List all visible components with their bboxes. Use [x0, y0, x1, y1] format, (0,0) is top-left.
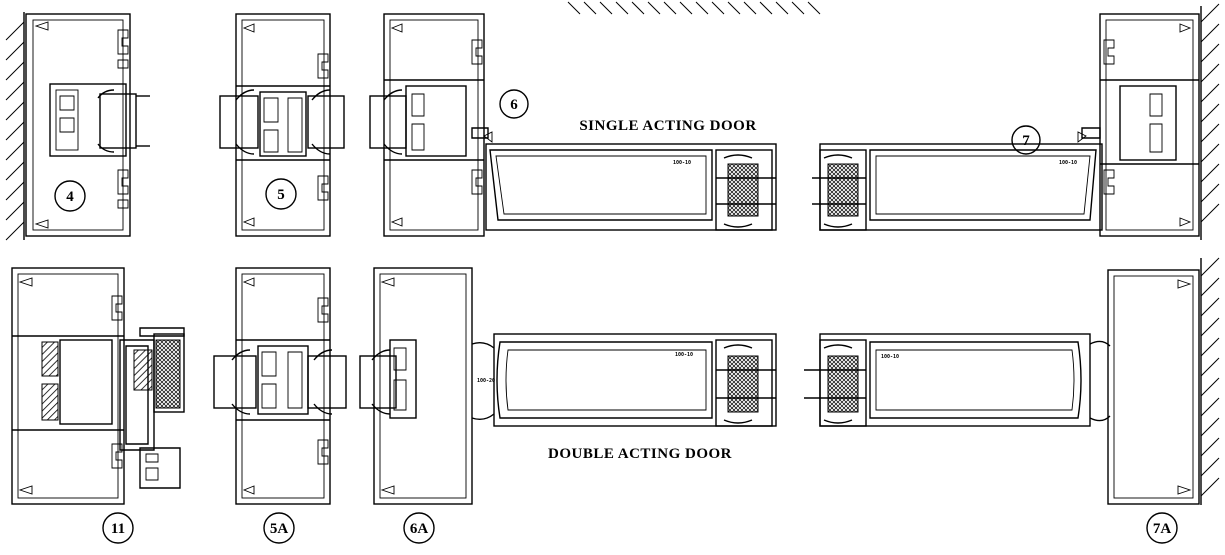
callout-11-label: 11	[111, 521, 125, 537]
bottom-left-door-leaf: 100-20 100-10	[471, 333, 777, 427]
callout-5: 5	[265, 178, 297, 210]
bottom-right-door-leaf: 100-10	[804, 333, 1111, 427]
section-5a-mullion-profile	[213, 267, 347, 505]
wall-hatch-right-bottom	[1200, 257, 1220, 505]
callout-7a-label: 7A	[1153, 521, 1172, 537]
callout-5a: 5A	[263, 512, 295, 544]
wall-hatch-left-top	[5, 12, 25, 241]
section-7-jamb-profile	[1077, 13, 1200, 237]
single-acting-door-label: SINGLE ACTING DOOR	[579, 118, 756, 134]
bottom-right-leaf-code: 100-10	[881, 354, 899, 360]
wall-hatch-right-top	[1200, 3, 1220, 240]
top-right-door-leaf: 100-10	[812, 143, 1103, 231]
section-5-mullion-profile	[219, 13, 345, 237]
callout-11: 11	[102, 512, 134, 544]
section-7a-jamb-profile	[1107, 269, 1200, 505]
callout-7a: 7A	[1146, 512, 1178, 544]
top-right-leaf-code: 100-10	[1059, 160, 1077, 166]
callout-5-label: 5	[277, 187, 285, 203]
section-4-jamb-profile	[25, 13, 150, 237]
callout-6a-label: 6A	[410, 521, 429, 537]
callout-7: 7	[1011, 125, 1041, 155]
callout-7-label: 7	[1022, 133, 1030, 149]
wall-hatch-top	[567, 1, 821, 15]
callout-6-label: 6	[510, 97, 518, 113]
bottom-left-edge-code: 100-20	[477, 378, 495, 384]
callout-4-label: 4	[66, 189, 74, 205]
callout-5a-label: 5A	[270, 521, 289, 537]
section-6-jamb-profile	[369, 13, 493, 237]
top-left-leaf-code: 100-10	[673, 160, 691, 166]
top-left-door-leaf: 100-10	[485, 143, 777, 231]
callout-6: 6	[499, 89, 529, 119]
double-acting-door-label: DOUBLE ACTING DOOR	[548, 446, 732, 462]
callout-6a: 6A	[403, 512, 435, 544]
callout-4: 4	[54, 180, 86, 212]
section-11-profile	[11, 267, 185, 505]
section-6a-jamb-profile	[359, 267, 473, 505]
bottom-left-leaf-code: 100-10	[675, 352, 693, 358]
